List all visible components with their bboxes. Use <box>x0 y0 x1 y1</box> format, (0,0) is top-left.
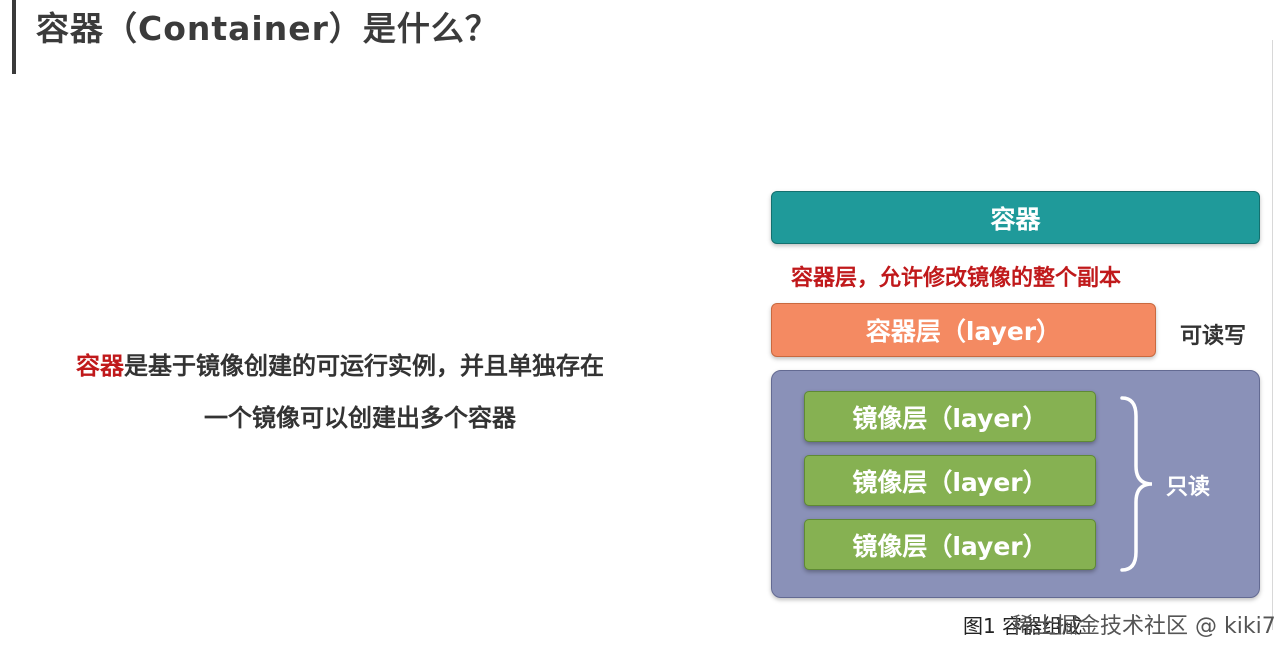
title-accent-bar <box>12 0 16 74</box>
container-layer-block: 容器层（layer） <box>771 303 1156 357</box>
description-line-2: 一个镜像可以创建出多个容器 <box>204 404 516 432</box>
description-highlight: 容器 <box>76 352 124 380</box>
image-layer-label: 镜像层（layer） <box>852 467 1048 497</box>
read-write-label: 可读写 <box>1180 324 1247 349</box>
image-layer-block: 镜像层（layer） <box>804 455 1096 506</box>
image-layer-label: 镜像层（layer） <box>852 403 1048 433</box>
container-block: 容器 <box>771 191 1260 244</box>
image-layer-block: 镜像层（layer） <box>804 519 1096 570</box>
watermark: 稀土掘金技术社区 @ kiki7 <box>1012 614 1276 639</box>
image-layer-block: 镜像层（layer） <box>804 391 1096 442</box>
slide-edge-divider <box>1272 40 1273 630</box>
read-only-label: 只读 <box>1166 475 1211 500</box>
page-title: 容器（Container）是什么？ <box>36 9 499 48</box>
container-label: 容器 <box>990 204 1041 234</box>
container-layer-note: 容器层，允许修改镜像的整个副本 <box>791 266 1122 291</box>
description-line-1: 容器是基于镜像创建的可运行实例，并且单独存在 <box>76 346 604 381</box>
container-layer-label: 容器层（layer） <box>865 317 1062 346</box>
curly-brace-icon <box>1120 396 1153 572</box>
description-line-1-text: 是基于镜像创建的可运行实例，并且单独存在 <box>124 352 604 380</box>
image-layer-label: 镜像层（layer） <box>852 531 1048 561</box>
figure-caption: 图1 容器组成 <box>963 614 1083 638</box>
